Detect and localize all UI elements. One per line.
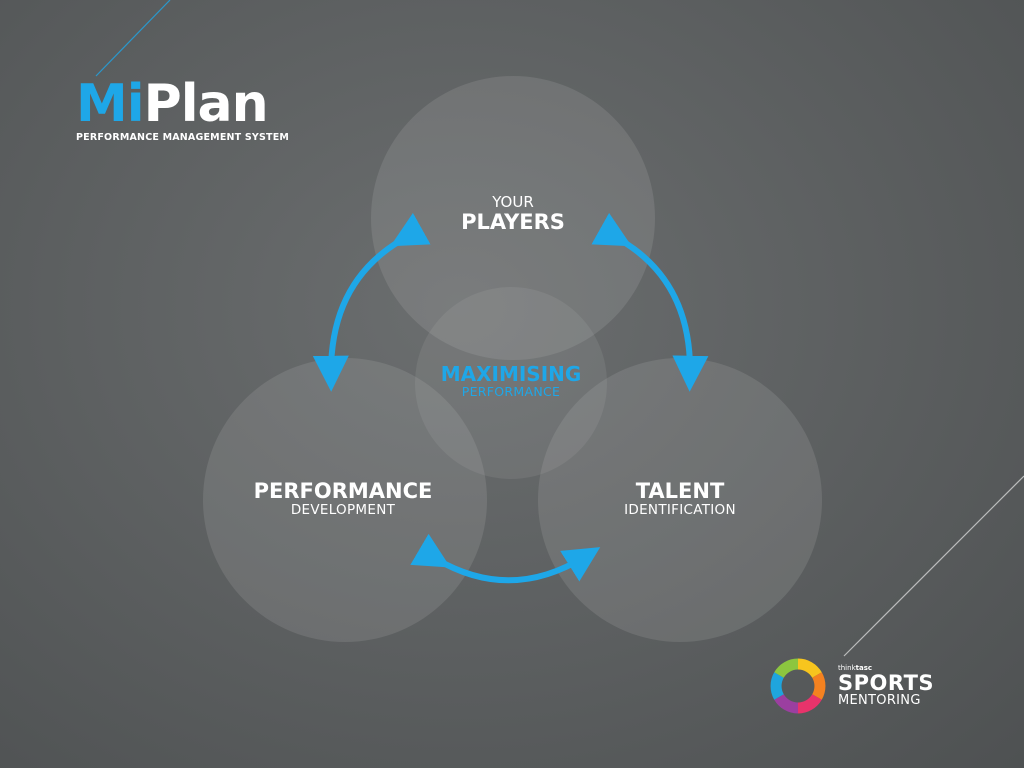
bottom-right-accent-line xyxy=(843,475,1024,657)
label-center-performance: PERFORMANCE xyxy=(461,384,561,399)
circle-talent-identification xyxy=(538,358,822,642)
logo-mi: Mi xyxy=(76,74,145,134)
logo-wordmark: MiPlan xyxy=(76,78,316,130)
label-identification: IDENTIFICATION xyxy=(624,502,736,518)
sports-mentoring-wordmark: thinktasc SPORTS MENTORING xyxy=(838,664,934,708)
brand-tasc: tasc xyxy=(855,664,873,672)
sponsor-sports: SPORTS xyxy=(838,671,935,695)
thinktasc-brand: thinktasc xyxy=(838,664,934,673)
label-talent-identification: TALENT IDENTIFICATION xyxy=(580,480,780,518)
sponsor-mentoring: MENTORING xyxy=(838,693,921,708)
logo-tagline: PERFORMANCE MANAGEMENT SYSTEM xyxy=(76,132,290,143)
brand-think: think xyxy=(838,664,856,672)
circle-performance-development xyxy=(203,358,487,642)
circle-maximising-performance xyxy=(415,287,607,479)
label-maximising: MAXIMISING xyxy=(440,362,582,386)
arrow-performance-talent xyxy=(410,533,601,584)
label-development: DEVELOPMENT xyxy=(290,502,396,518)
label-performance: PERFORMANCE xyxy=(253,479,433,503)
label-maximising-performance: MAXIMISING PERFORMANCE xyxy=(411,364,611,399)
label-your: YOUR xyxy=(492,193,534,211)
rainbow-ring-icon xyxy=(770,658,826,714)
logo-plan: Plan xyxy=(143,74,269,134)
arrow-players-talent xyxy=(591,212,709,392)
label-players: PLAYERS xyxy=(461,210,565,234)
sports-mentoring-logo: thinktasc SPORTS MENTORING xyxy=(768,656,948,718)
arrow-players-performance xyxy=(312,212,431,392)
top-left-accent-line xyxy=(95,0,171,77)
label-talent: TALENT xyxy=(635,479,725,503)
label-your-players: YOUR PLAYERS xyxy=(413,194,613,234)
label-performance-development: PERFORMANCE DEVELOPMENT xyxy=(223,480,463,518)
miplan-logo: MiPlan PERFORMANCE MANAGEMENT SYSTEM xyxy=(76,78,316,143)
